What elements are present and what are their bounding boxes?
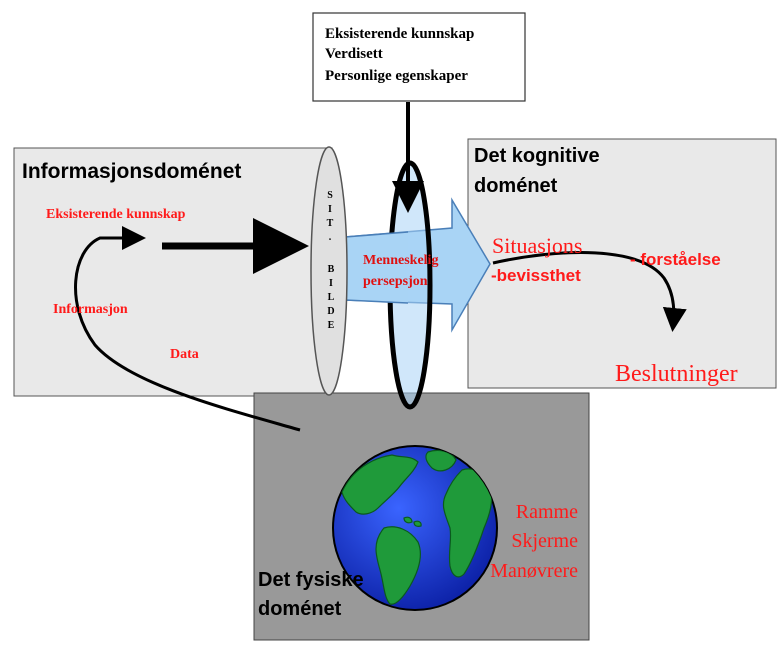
bilde-letter: E [328,320,335,331]
cognition-curve-arrow [492,251,687,332]
svg-text:Menneskelig persepsjon: Menneskelig persepsjon [363,253,442,289]
information-label: Informasjon [53,302,128,317]
input-line-1: Eksisterende kunnskap [325,26,474,42]
perception-label-2: persepsjon [363,274,428,289]
svg-text:Eksisterende kunnskap Verd: Eksisterende kunnskap Verdisett Personli… [325,26,478,84]
cognitive-domain-title-1: Det kognitive [474,145,600,167]
globe-icon [332,445,498,611]
physical-domain-title-2: doménet [258,598,342,620]
sit-letter: . [329,232,332,243]
bilde-letter: I [329,278,333,289]
action-maneuver: Manøvrere [490,560,578,582]
existing-knowledge-label: Eksisterende kunnskap [46,207,186,222]
physical-domain-title-1: Det fysiske [258,569,364,591]
data-label: Data [170,347,199,362]
input-line-2: Verdisett [325,46,383,62]
input-box [312,12,526,102]
action-frame: Ramme [516,501,578,523]
information-domain-title: Informasjonsdoménet [22,160,241,183]
situation-image-disk [310,146,348,396]
situation-label: Situasjons [492,233,582,258]
awareness-label: -bevissthet [491,266,581,285]
action-shield: Skjerme [511,530,578,552]
bilde-letter: D [327,306,334,317]
cognitive-domain-title-2: doménet [474,175,558,197]
bilde-letter: B [328,264,335,275]
data-flow-arrow [74,226,301,432]
cognitive-domain-box [467,138,777,389]
perception-label-1: Menneskelig [363,253,438,268]
understanding-label: - forståelse [630,250,721,269]
decisions-label: Beslutninger [615,361,738,387]
sit-letter: S [327,190,333,201]
input-line-3: Personlige egenskaper [325,68,468,84]
sit-letter: I [328,204,332,215]
bilde-letter: L [328,292,335,303]
sit-letter: T [327,218,334,229]
